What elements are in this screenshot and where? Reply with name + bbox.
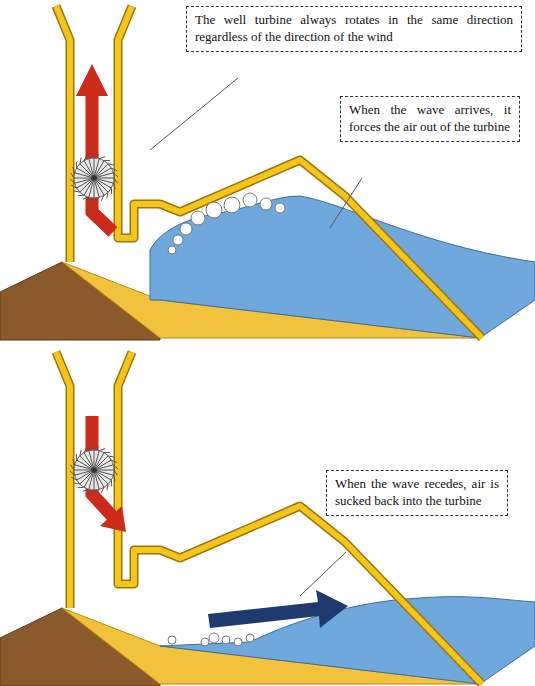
receding-water	[160, 597, 535, 684]
air-flow-arrowhead	[76, 64, 108, 96]
leader-line	[300, 552, 346, 596]
air-bubbles	[168, 193, 285, 254]
callout-text: When the wave arrives, it forces the air…	[349, 102, 511, 136]
air-bubbles	[168, 633, 254, 646]
wells-turbine	[70, 154, 118, 202]
wells-turbine	[70, 446, 118, 494]
wave-water	[150, 196, 535, 338]
leader-line	[330, 178, 362, 228]
callout-box: When the wave arrives, it forces the air…	[340, 96, 520, 142]
callout-box: When the wave recedes, air is sucked bac…	[326, 470, 508, 516]
water-recede-arrow	[208, 590, 348, 628]
leader-line	[150, 78, 238, 150]
callout-box: The well turbine always rotates in the s…	[186, 6, 522, 52]
air-flow-arrowhead	[100, 506, 126, 532]
callout-text: When the wave recedes, air is sucked bac…	[335, 476, 499, 510]
callout-text: The well turbine always rotates in the s…	[195, 12, 513, 46]
